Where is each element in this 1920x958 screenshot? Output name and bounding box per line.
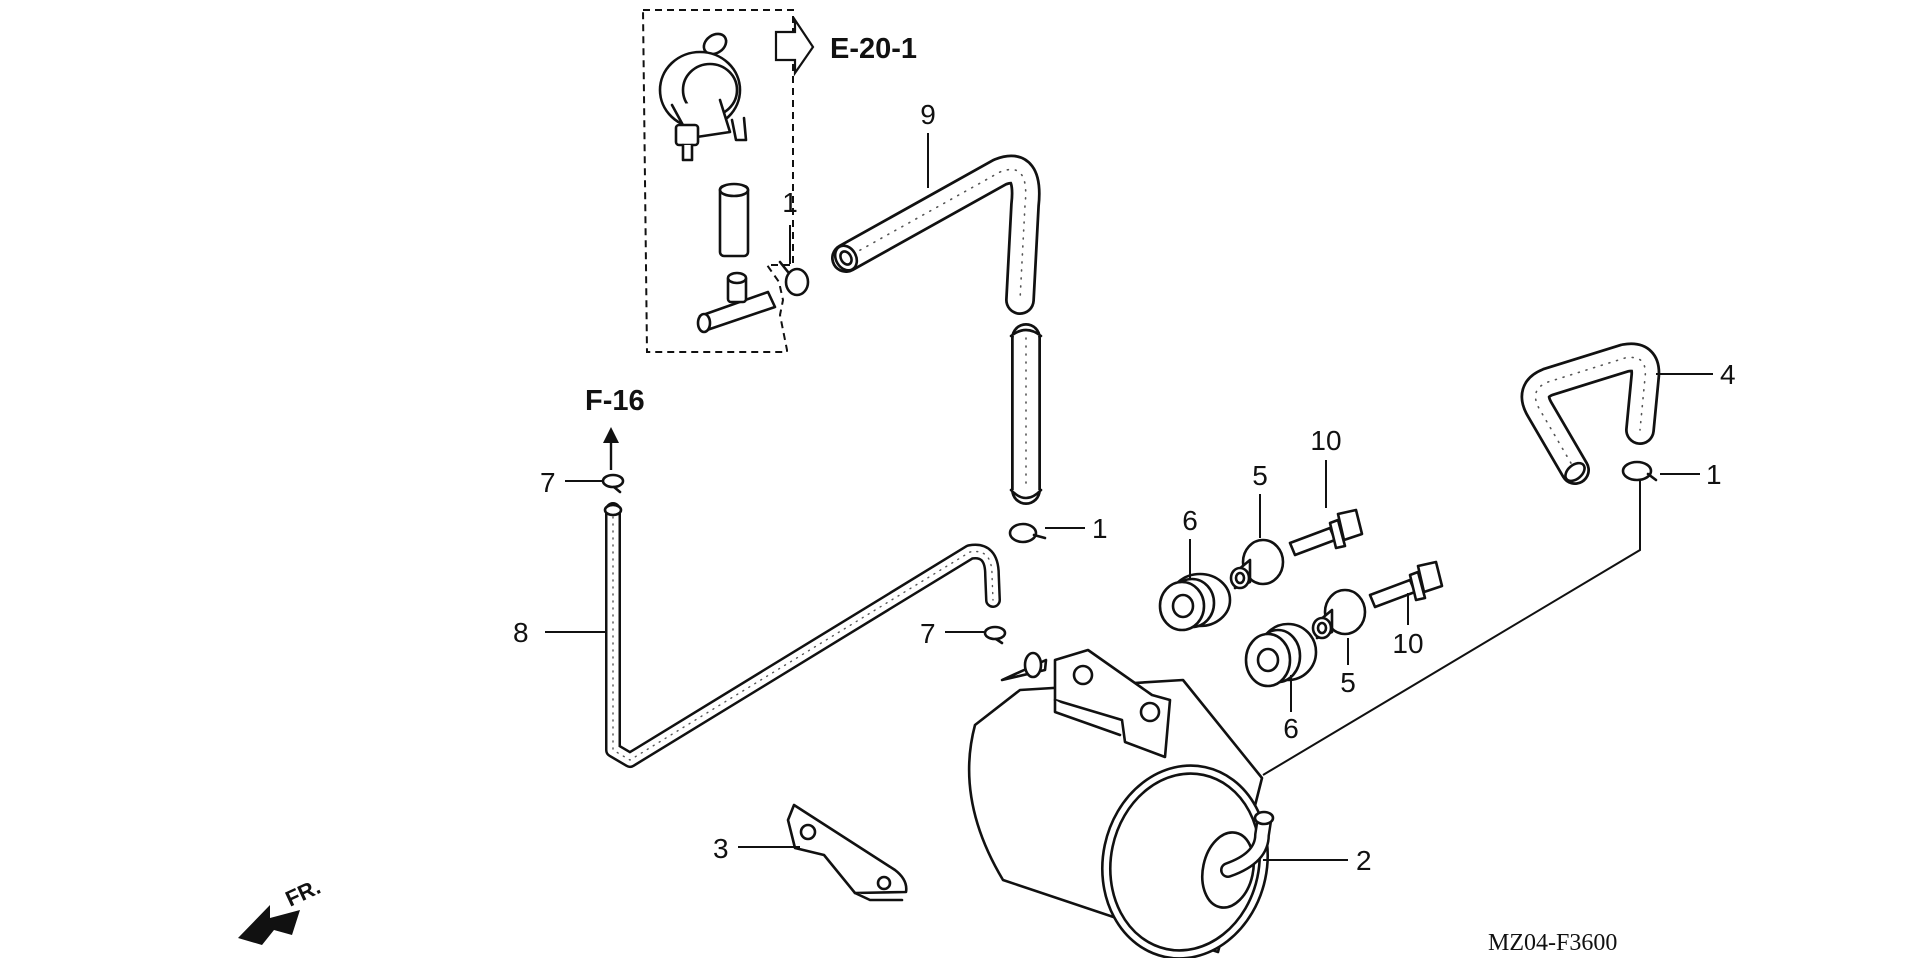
collar-icon bbox=[1229, 538, 1285, 590]
callout-10-bottom: 10 bbox=[1392, 628, 1423, 659]
callout-6-top: 6 bbox=[1182, 505, 1198, 536]
callout-7-mid: 7 bbox=[920, 618, 936, 649]
bolt-icon bbox=[1368, 560, 1444, 609]
callout-4: 4 bbox=[1720, 359, 1736, 390]
callout-1-mid: 1 bbox=[1092, 513, 1108, 544]
callout-10-top: 10 bbox=[1310, 425, 1341, 456]
front-direction-label: FR. bbox=[282, 874, 325, 912]
hose-9-lower bbox=[1009, 323, 1043, 505]
callout-9: 9 bbox=[920, 99, 936, 130]
reference-group-box bbox=[641, 9, 794, 353]
reference-left: F-16 bbox=[585, 385, 645, 417]
clip-icon bbox=[1008, 522, 1047, 544]
rubber-mount-icon bbox=[1158, 572, 1232, 632]
hose-4 bbox=[1520, 342, 1661, 485]
spacer-icon bbox=[718, 182, 750, 258]
callout-7-top: 7 bbox=[540, 467, 556, 498]
bolt-icon bbox=[1288, 508, 1364, 557]
clip-icon bbox=[1621, 460, 1658, 482]
callout-2: 2 bbox=[1356, 845, 1372, 876]
callout-3: 3 bbox=[713, 833, 729, 864]
collar-icon bbox=[1311, 588, 1367, 640]
callout-5-bottom: 5 bbox=[1340, 667, 1356, 698]
callout-6-bottom: 6 bbox=[1283, 713, 1299, 744]
clip-icon bbox=[778, 260, 810, 297]
front-direction-arrow-icon bbox=[238, 905, 300, 945]
callout-5-top: 5 bbox=[1252, 460, 1268, 491]
canister bbox=[967, 648, 1275, 958]
callout-1-right: 1 bbox=[1706, 459, 1722, 490]
connection-line bbox=[1262, 480, 1641, 776]
reference-arrow-icon bbox=[774, 16, 815, 77]
bracket-icon bbox=[786, 803, 908, 902]
reference-up-arrow-icon bbox=[603, 427, 619, 470]
diagram-code: MZ04-F3600 bbox=[1488, 930, 1617, 956]
rubber-mount-icon bbox=[1244, 622, 1318, 688]
reference-upper: E-20-1 bbox=[830, 33, 917, 65]
fuel-valve-icon bbox=[658, 32, 748, 162]
callout-1-top: 1 bbox=[782, 187, 798, 218]
hose-9 bbox=[831, 154, 1041, 315]
callout-8: 8 bbox=[513, 617, 529, 648]
clip-icon bbox=[601, 473, 625, 494]
hose-8 bbox=[603, 502, 1001, 768]
clip-icon bbox=[983, 625, 1007, 645]
t-joint-icon bbox=[696, 271, 777, 334]
